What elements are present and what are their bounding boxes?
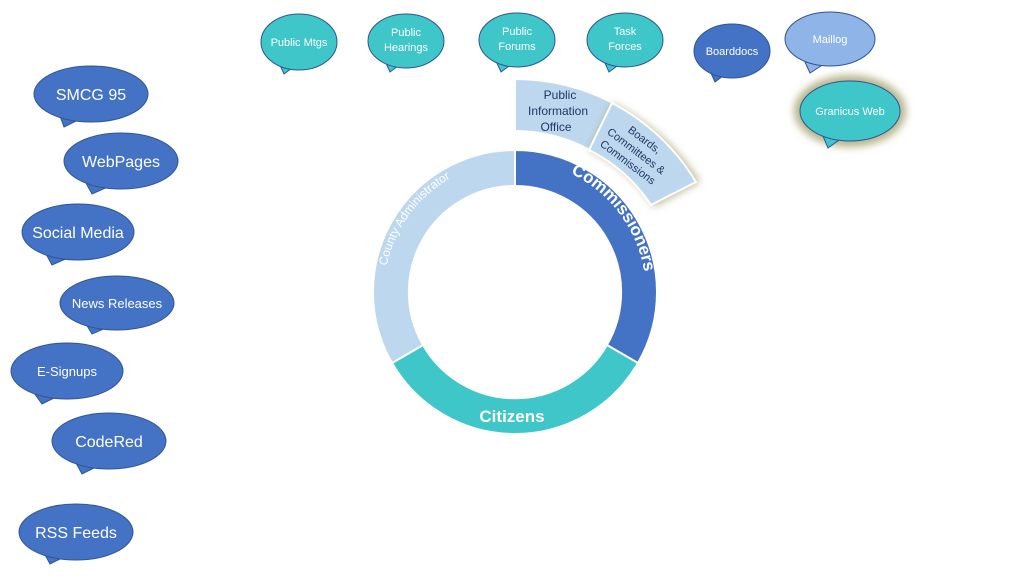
bubble-public-hearings[interactable]: Public Hearings [367,13,445,73]
svg-text:Boarddocs: Boarddocs [706,46,759,58]
top-bubbles: Public Mtgs Public Hearings Public Forum… [260,11,906,149]
svg-text:CodeRed: CodeRed [75,434,143,451]
svg-text:Maillog: Maillog [813,34,848,46]
ring-label-citizens: Citizens [479,407,544,426]
svg-text:E-Signups: E-Signups [37,364,97,379]
svg-text:Forums: Forums [498,41,536,53]
bubble-granicus-web[interactable]: Granicus Web [794,75,906,149]
svg-text:RSS Feeds: RSS Feeds [35,525,117,542]
ring: Commissioners Citizens County Administra… [372,77,700,436]
bubble-e-signups[interactable]: E-Signups [10,342,124,405]
bubble-public-forums[interactable]: Public Forums [478,12,556,73]
left-bubbles: SMCG 95 WebPages Social Media News Relea… [10,65,179,565]
svg-text:Information: Information [528,104,588,118]
svg-text:Task: Task [614,26,637,38]
bubble-public-mtgs[interactable]: Public Mtgs [260,13,338,75]
svg-text:Public Mtgs: Public Mtgs [271,37,328,49]
bubble-maillog[interactable]: Maillog [784,11,876,74]
svg-text:Granicus Web: Granicus Web [815,106,885,118]
svg-text:Social Media: Social Media [32,225,124,242]
bubble-rss-feeds[interactable]: RSS Feeds [18,503,134,565]
svg-text:Hearings: Hearings [384,42,429,54]
svg-text:SMCG 95: SMCG 95 [56,87,126,104]
svg-text:News Releases: News Releases [72,296,163,311]
ring-segment-county-administrator[interactable] [372,148,516,365]
bubble-smcg95[interactable]: SMCG 95 [33,65,149,128]
svg-text:Public: Public [391,27,421,39]
pio-label: Public Information Office [528,88,588,134]
bubble-task-forces[interactable]: Task Forces [586,12,664,73]
bubble-boarddocs[interactable]: Boarddocs [693,23,771,83]
outer-block-boards-committees[interactable] [587,101,698,207]
bubble-news-releases[interactable]: News Releases [59,275,175,335]
svg-text:Forces: Forces [608,41,642,53]
bubble-webpages[interactable]: WebPages [63,132,179,195]
svg-text:Public: Public [544,88,577,102]
svg-text:Office: Office [540,120,571,134]
svg-text:Public: Public [502,26,532,38]
svg-text:WebPages: WebPages [82,154,160,171]
bubble-social-media[interactable]: Social Media [21,203,135,266]
bubble-codered[interactable]: CodeRed [51,412,167,475]
